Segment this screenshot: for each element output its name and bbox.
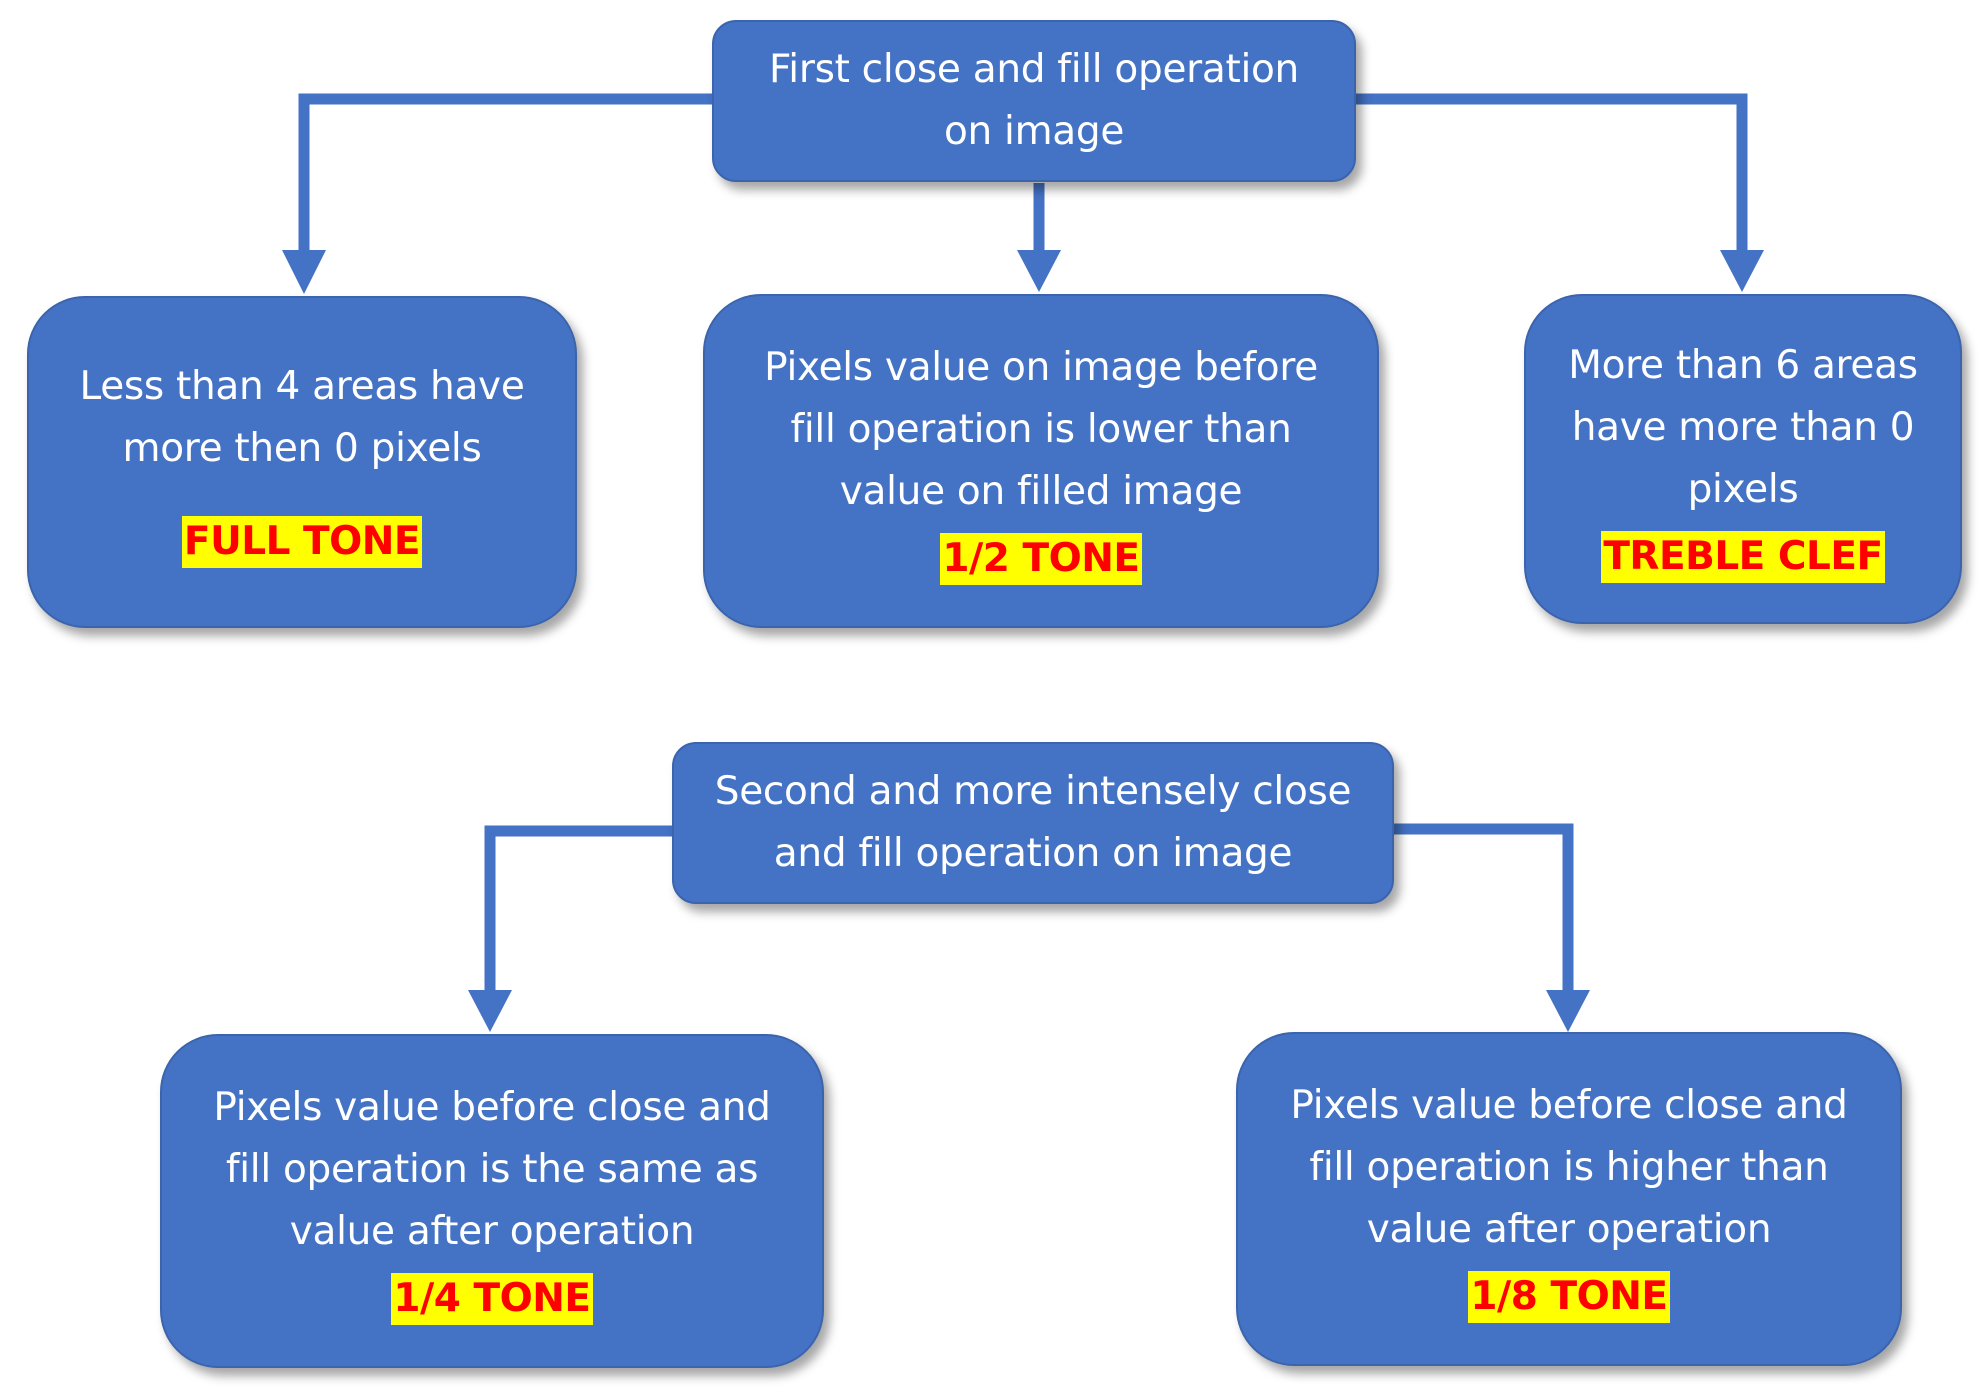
half-tone-line-1: Pixels value on image before: [764, 345, 1318, 390]
arrowhead-eighth-tone: [1546, 990, 1590, 1032]
arrowhead-quarter-tone: [468, 990, 512, 1032]
treble-clef-line-2: have more than 0: [1571, 405, 1915, 450]
first-operation-line-2: on image: [943, 109, 1125, 154]
first-operation-arrowheads: [282, 250, 1764, 294]
connector-to-treble-clef: [1356, 93, 1748, 252]
second-operation-line-1: Second and more intensely close: [714, 769, 1352, 814]
full-tone-line-1: Less than 4 areas have: [79, 364, 525, 409]
second-operation-box: Second and more intensely close and fill…: [672, 742, 1394, 904]
eighth-tone-line-1: Pixels value before close and: [1290, 1083, 1848, 1128]
full-tone-box: Less than 4 areas have more then 0 pixel…: [27, 296, 577, 628]
half-tone-line-2: fill operation is lower than: [790, 407, 1292, 452]
treble-clef-line-3: pixels: [1687, 467, 1799, 512]
arrowhead-half-tone: [1017, 250, 1061, 292]
connector-to-eighth-tone: [1394, 823, 1574, 992]
eighth-tone-line-2: fill operation is higher than: [1309, 1145, 1829, 1190]
first-operation-line-1: First close and fill operation: [769, 47, 1299, 92]
first-operation-box: First close and fill operation on image: [712, 20, 1356, 182]
full-tone-label: FULL TONE: [181, 516, 423, 568]
full-tone-line-2: more then 0 pixels: [122, 426, 482, 471]
quarter-tone-box: Pixels value before close and fill opera…: [160, 1034, 824, 1368]
eighth-tone-label: 1/8 TONE: [1468, 1271, 1670, 1323]
second-operation-line-2: and fill operation on image: [773, 831, 1293, 876]
quarter-tone-label: 1/4 TONE: [391, 1273, 593, 1325]
treble-clef-box: More than 6 areas have more than 0 pixel…: [1524, 294, 1962, 624]
second-operation-connectors: [484, 823, 1574, 992]
treble-clef-label: TREBLE CLEF: [1601, 531, 1885, 583]
second-operation-arrowheads: [468, 990, 1590, 1032]
connector-to-quarter-tone: [484, 825, 672, 992]
treble-clef-line-1: More than 6 areas: [1568, 343, 1918, 388]
first-operation-connectors: [298, 93, 1748, 252]
eighth-tone-line-3: value after operation: [1366, 1207, 1772, 1252]
half-tone-line-3: value on filled image: [839, 469, 1243, 514]
half-tone-box: Pixels value on image before fill operat…: [703, 294, 1379, 628]
eighth-tone-box: Pixels value before close and fill opera…: [1236, 1032, 1902, 1366]
arrowhead-treble-clef: [1720, 250, 1764, 292]
arrowhead-full-tone: [282, 250, 326, 294]
quarter-tone-line-2: fill operation is the same as: [225, 1147, 759, 1192]
connector-to-full-tone: [298, 93, 712, 252]
quarter-tone-line-3: value after operation: [289, 1209, 695, 1254]
half-tone-label: 1/2 TONE: [940, 533, 1142, 585]
quarter-tone-line-1: Pixels value before close and: [213, 1085, 771, 1130]
